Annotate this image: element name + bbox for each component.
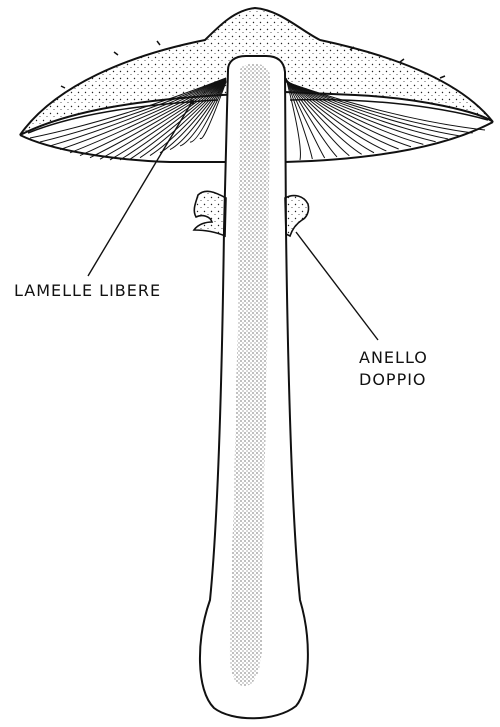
ring-label-line2: DOPPIO: [359, 369, 428, 391]
ring-label-line1: ANELLO: [359, 347, 428, 369]
gills-label-text: LAMELLE LIBERE: [14, 281, 161, 300]
ring-left: [194, 191, 226, 236]
gills-leader-dot: [190, 100, 195, 105]
gills-label: LAMELLE LIBERE: [14, 280, 161, 302]
ring-right: [285, 196, 309, 236]
ring-label: ANELLO DOPPIO: [359, 347, 428, 391]
ring-leader-line: [296, 232, 378, 340]
